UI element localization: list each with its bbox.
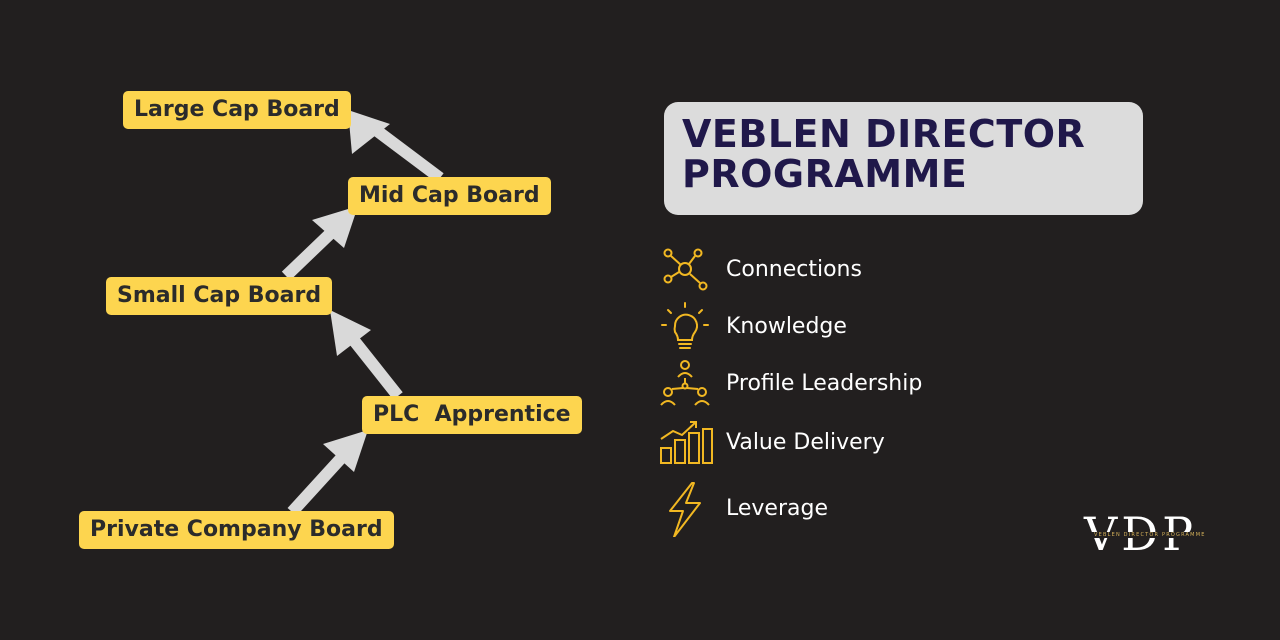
arrow-small-cap-to-mid-cap: [281, 206, 358, 281]
feature-profile-leadership-label: Profile Leadership: [726, 371, 923, 396]
programme-title-box: VEBLEN DIRECTOR PROGRAMME: [664, 102, 1143, 215]
lightbulb-icon: [661, 302, 709, 349]
feature-connections-label: Connections: [726, 257, 862, 282]
feature-knowledge-label: Knowledge: [726, 314, 847, 339]
logo-tagline: VEBLEN DIRECTOR PROGRAMME: [1092, 532, 1208, 538]
feature-leverage-label: Leverage: [726, 496, 828, 521]
step-small-cap-board: Small Cap Board: [106, 277, 333, 315]
people-hierarchy-icon: [660, 360, 710, 406]
feature-knowledge: Knowledge: [656, 299, 996, 355]
network-icon: [663, 248, 708, 291]
step-private-company-board: Private Company Board: [79, 511, 394, 549]
arrow-apprentice-to-small-cap: [330, 310, 403, 400]
programme-title-line1: VEBLEN DIRECTOR: [682, 112, 1086, 156]
feature-profile-leadership: Profile Leadership: [656, 356, 996, 412]
vdp-logo: VDP VEBLEN DIRECTOR PROGRAMME: [1084, 510, 1216, 562]
step-large-cap-board: Large Cap Board: [123, 91, 351, 129]
programme-title-line2: PROGRAMME: [682, 152, 968, 196]
step-mid-cap-board: Mid Cap Board: [348, 177, 551, 215]
feature-leverage: Leverage: [656, 481, 996, 537]
arrow-private-to-apprentice: [287, 430, 368, 517]
feature-value-delivery-label: Value Delivery: [726, 430, 885, 455]
lightning-icon: [669, 482, 701, 537]
feature-connections: Connections: [656, 242, 996, 298]
growth-chart-icon: [660, 421, 713, 464]
arrow-mid-cap-to-large-cap: [348, 110, 444, 183]
step-plc-apprentice: PLC Apprentice: [362, 396, 582, 434]
feature-value-delivery: Value Delivery: [656, 415, 996, 471]
